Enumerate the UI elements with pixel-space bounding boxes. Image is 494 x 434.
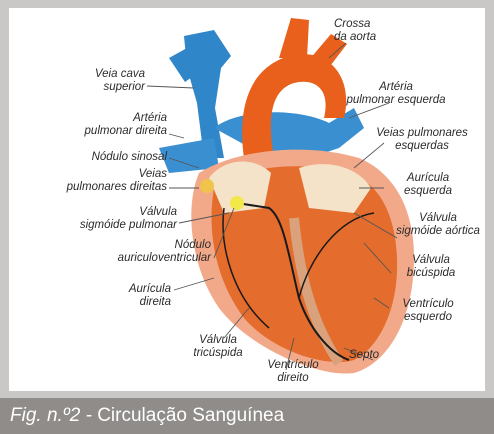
label-auricula-esquerda: Aurícula esquerda bbox=[385, 172, 471, 198]
label-arteria-pulmonar-direita: Artéria pulmonar direita bbox=[29, 112, 167, 138]
label-valvula-bicuspide: Válvula bicúspida bbox=[389, 254, 473, 280]
nodulo-sinosal-mark bbox=[200, 179, 214, 193]
label-valvula-sigmoide-aortica: Válvula sigmóide aórtica bbox=[391, 212, 485, 238]
diagram-panel: Crossa da aorta Veia cava superior Artér… bbox=[9, 8, 485, 391]
caption-title: Circulação Sanguínea bbox=[97, 405, 284, 426]
nodulo-av-mark bbox=[230, 196, 244, 210]
label-veia-cava-superior: Veia cava superior bbox=[61, 68, 145, 94]
label-auricula-direita: Aurícula direita bbox=[79, 283, 171, 309]
label-nodulo-sinosal: Nódulo sinosal bbox=[29, 151, 167, 164]
label-crossa-aorta: Crossa da aorta bbox=[334, 18, 376, 44]
label-septo: Septo bbox=[349, 349, 379, 362]
caption-figure-number: Fig. n.º2 - bbox=[10, 405, 92, 426]
label-veias-pulmonares-direitas: Veias pulmonares direitas bbox=[29, 168, 167, 194]
label-valvula-sigmoide-pulmonar: Válvula sigmóide pulmonar bbox=[29, 206, 177, 232]
label-ventriculo-esquerdo: Ventrículo esquerdo bbox=[383, 298, 473, 324]
label-arteria-pulmonar-esquerda: Artéria pulmonar esquerda bbox=[331, 81, 461, 107]
label-nodulo-auriculoventricular: Nódulo auriculoventricular bbox=[49, 239, 211, 265]
label-ventriculo-direito: Ventrículo direito bbox=[253, 359, 333, 385]
veia-cava-shape bbox=[184, 30, 231, 158]
label-veias-pulmonares-esquerdas: Veias pulmonares esquerdas bbox=[367, 127, 477, 153]
figure-caption: Fig. n.º2 - Circulação Sanguínea bbox=[0, 398, 494, 434]
label-valvula-tricuspide: Válvula tricúspida bbox=[173, 334, 263, 360]
